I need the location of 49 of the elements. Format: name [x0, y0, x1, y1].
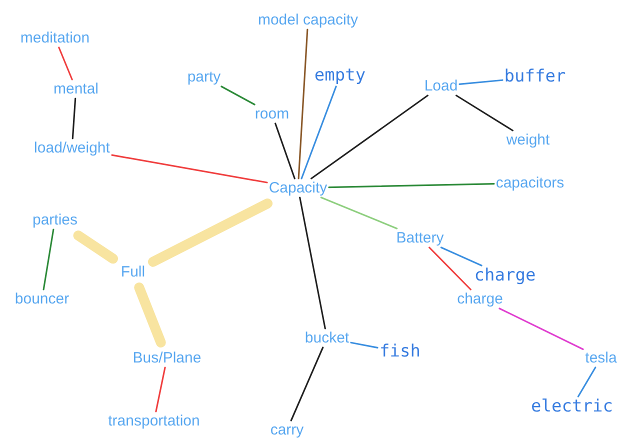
connector-line — [111, 154, 268, 184]
connector-line — [58, 46, 73, 80]
highlighter-stroke — [134, 282, 166, 348]
mind-map-word: tesla — [585, 350, 617, 366]
mind-map-word: load/weight — [34, 140, 110, 156]
mind-map-word: transportation — [108, 412, 200, 430]
connector-line — [350, 342, 378, 348]
connector-line — [310, 94, 428, 180]
mind-map-word: charge — [457, 290, 503, 308]
mind-map-word: meditation — [20, 30, 90, 46]
mind-map-word: Capacity — [268, 180, 328, 196]
handwritten-word: empty — [314, 66, 366, 86]
mind-map-word: bouncer — [14, 290, 70, 308]
mind-map-word: mental — [53, 80, 99, 98]
mind-map-word: Load — [424, 78, 458, 94]
connector-line — [290, 346, 324, 422]
connector-line — [320, 196, 398, 230]
connector-line — [72, 98, 76, 140]
highlighter-stroke — [73, 230, 118, 264]
handwritten-word: buffer — [504, 66, 566, 86]
mind-map-word: Bus/Plane — [132, 350, 202, 366]
connector-line — [300, 86, 337, 180]
connector-line — [298, 28, 308, 180]
highlighter-stroke — [148, 198, 273, 267]
mind-map-word: parties — [32, 212, 78, 228]
mind-map-word: Battery — [396, 230, 444, 246]
connector-line — [456, 94, 514, 132]
handwritten-word: fish — [380, 342, 420, 362]
connector-line — [498, 308, 584, 350]
connector-line — [428, 246, 472, 290]
connector-line — [274, 122, 296, 180]
mind-map-word: model capacity — [258, 12, 358, 28]
connector-line — [220, 86, 256, 106]
mind-map-word: Full — [120, 264, 146, 280]
mind-map-word: room — [254, 106, 290, 122]
connector-line — [440, 246, 482, 266]
handwritten-word: charge — [474, 266, 536, 286]
mind-map-word: carry — [270, 422, 304, 438]
connector-line — [328, 182, 495, 188]
connector-line — [458, 79, 504, 86]
mind-map-word: party — [187, 68, 221, 86]
connector-line — [299, 196, 326, 330]
connector-line — [42, 228, 54, 290]
mind-map-word: capacitors — [496, 174, 564, 192]
mind-map-word: bucket — [304, 330, 350, 346]
handwritten-word: electric — [531, 396, 613, 416]
mind-map-word: weight — [506, 132, 550, 148]
connector-line — [155, 366, 166, 412]
connector-line — [577, 366, 596, 398]
